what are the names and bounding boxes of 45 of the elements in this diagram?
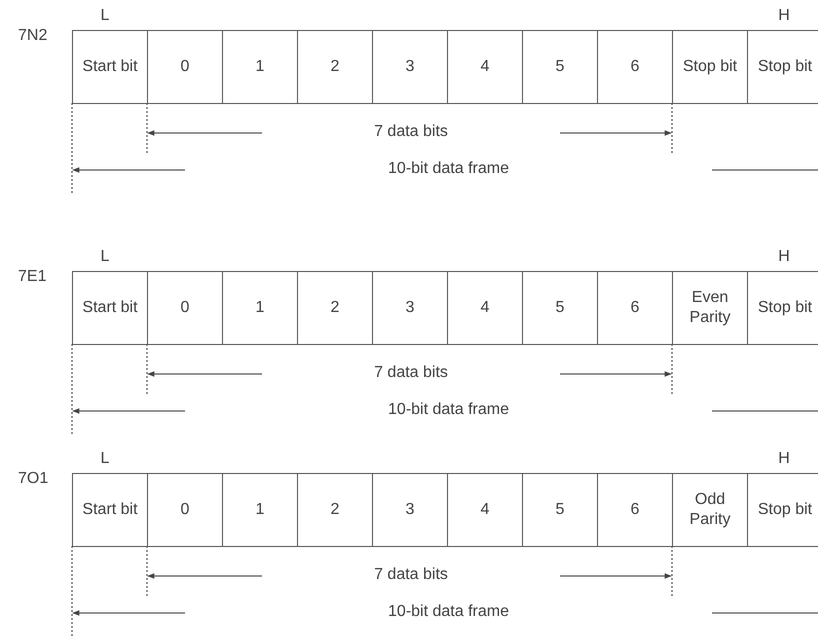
bit-cell: 5 xyxy=(522,271,598,345)
bit-cell: Stop bit xyxy=(747,473,818,547)
row-label: L xyxy=(100,6,110,26)
row-label: 7N2 xyxy=(18,26,48,46)
row-label: L xyxy=(100,247,110,267)
bit-cell: 0 xyxy=(147,30,223,104)
bit-cell: 4 xyxy=(447,271,523,345)
bit-cell: 4 xyxy=(447,473,523,547)
bit-cell: Stop bit xyxy=(672,30,748,104)
bit-cell: 6 xyxy=(597,271,673,345)
bit-cell: Even Parity xyxy=(672,271,748,345)
bit-cell: 5 xyxy=(522,473,598,547)
bit-cell: 3 xyxy=(372,271,448,345)
bit-cell: 6 xyxy=(597,30,673,104)
bit-cell: 2 xyxy=(297,30,373,104)
bit-cell: Stop bit xyxy=(747,271,818,345)
bit-cell: 0 xyxy=(147,473,223,547)
bit-cell: Start bit xyxy=(72,271,148,345)
bit-cell: 4 xyxy=(447,30,523,104)
bit-cell: 1 xyxy=(222,473,298,547)
bit-cell: Odd Parity xyxy=(672,473,748,547)
bit-cell: 1 xyxy=(222,271,298,345)
dimension-label: 10-bit data frame xyxy=(387,400,510,420)
bit-cell: 5 xyxy=(522,30,598,104)
dimension-label: 10-bit data frame xyxy=(387,602,510,622)
row-label: H xyxy=(777,6,791,26)
bit-cell: 6 xyxy=(597,473,673,547)
bit-cell: Start bit xyxy=(72,30,148,104)
bit-cell: 3 xyxy=(372,30,448,104)
bit-cell: 1 xyxy=(222,30,298,104)
bit-cell: 0 xyxy=(147,271,223,345)
dimension-label: 7 data bits xyxy=(373,565,449,585)
dimension-label: 7 data bits xyxy=(373,363,449,383)
row-label: L xyxy=(100,449,110,469)
row-label: 7E1 xyxy=(18,267,48,287)
bit-cell: 2 xyxy=(297,271,373,345)
row-label: H xyxy=(777,247,791,267)
dimension-label: 10-bit data frame xyxy=(387,159,510,179)
dimension-label: 7 data bits xyxy=(373,122,449,142)
bit-cell: 2 xyxy=(297,473,373,547)
row-label: H xyxy=(777,449,791,469)
bit-cell: Stop bit xyxy=(747,30,818,104)
row-label: 7O1 xyxy=(18,469,50,489)
bit-cell: Start bit xyxy=(72,473,148,547)
bit-cell: 3 xyxy=(372,473,448,547)
